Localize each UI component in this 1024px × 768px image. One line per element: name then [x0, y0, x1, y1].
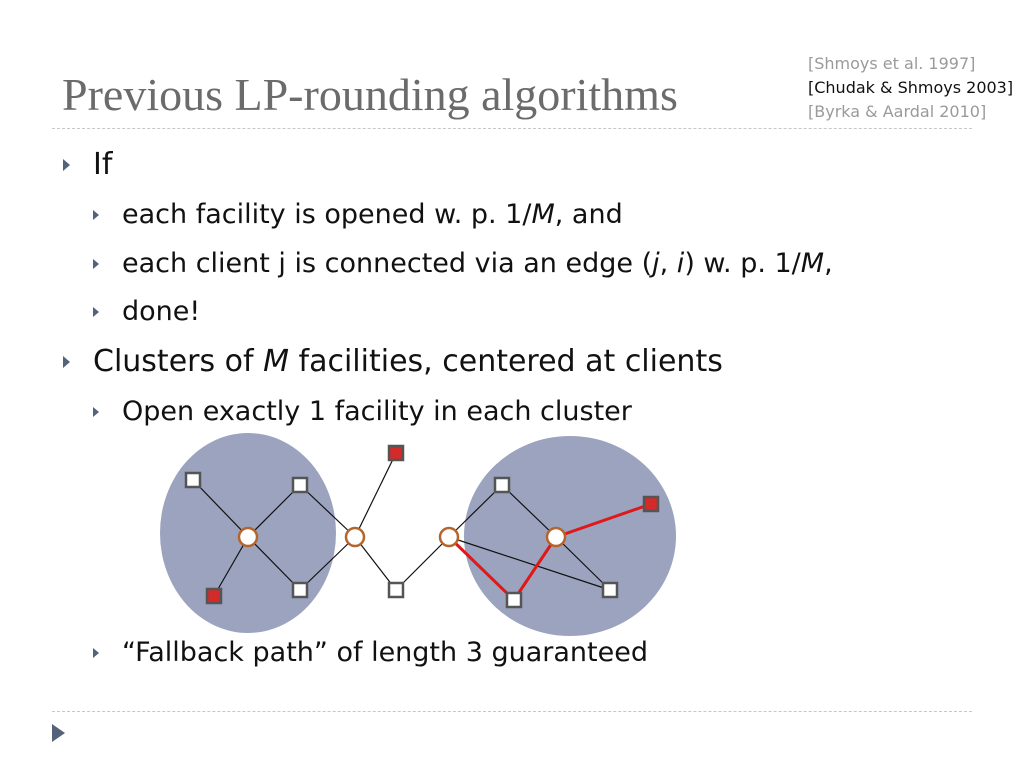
open-facility — [642, 495, 660, 513]
bullet-arrow-icon — [93, 406, 99, 417]
title-divider — [52, 128, 972, 129]
edge — [395, 536, 450, 591]
edge — [299, 484, 356, 538]
sub-bullet-client-connected: each client j is connected via an edge (… — [93, 248, 833, 279]
bullet-arrow-icon — [93, 209, 99, 220]
edge — [213, 536, 249, 597]
sub-bullet-done: done! — [93, 296, 200, 327]
edge — [448, 536, 611, 591]
reference-shmoys-1997: [Shmoys et al. 1997] — [808, 54, 976, 73]
facility — [601, 581, 619, 599]
fallback-edge — [447, 535, 516, 602]
bullet-clusters: Clusters of M facilities, centered at cl… — [63, 344, 723, 379]
bullet-text: each client j is connected via an edge (… — [122, 248, 833, 279]
facility — [493, 476, 511, 494]
reference-list: [Shmoys et al. 1997] [Chudak & Shmoys 20… — [808, 52, 1013, 124]
bullet-text: Clusters of M facilities, centered at cl… — [93, 344, 723, 379]
facility — [184, 471, 202, 489]
bullet-arrow-icon — [93, 647, 99, 658]
client — [438, 526, 460, 548]
bullet-arrow-icon — [63, 355, 70, 368]
client — [237, 526, 259, 548]
fallback-edge — [555, 502, 652, 539]
bullet-text: “Fallback path” of length 3 guaranteed — [122, 637, 648, 668]
open-facility — [387, 444, 405, 462]
client — [545, 526, 567, 548]
edge — [247, 536, 301, 591]
edge — [555, 536, 611, 591]
bullet-arrow-icon — [63, 158, 70, 171]
fallback-edge — [512, 536, 558, 601]
edge — [501, 484, 557, 538]
slide-nav-arrow-icon[interactable] — [52, 724, 65, 742]
edge — [354, 452, 397, 538]
bullet-text: Open exactly 1 facility in each cluster — [122, 396, 632, 427]
edge — [299, 536, 356, 591]
client — [344, 526, 366, 548]
edge — [354, 536, 397, 591]
cluster-right — [464, 436, 676, 636]
bullet-text: If — [93, 147, 113, 182]
footer-divider — [52, 711, 972, 712]
slide-title: Previous LP-rounding algorithms — [62, 69, 678, 120]
reference-byrka-aardal-2010: [Byrka & Aardal 2010] — [808, 102, 987, 121]
open-facility — [205, 587, 223, 605]
facility — [505, 591, 523, 609]
reference-chudak-shmoys-2003: [Chudak & Shmoys 2003] — [808, 78, 1014, 97]
bullet-text: each facility is opened w. p. 1/M, and — [122, 199, 623, 230]
sub-bullet-open-exactly-one: Open exactly 1 facility in each cluster — [93, 396, 632, 427]
facility — [291, 476, 309, 494]
bullet-text: done! — [122, 296, 201, 327]
bullet-arrow-icon — [93, 258, 99, 269]
facility — [387, 581, 405, 599]
bullet-arrow-icon — [93, 306, 99, 317]
facility — [291, 581, 309, 599]
sub-bullet-fallback-path: “Fallback path” of length 3 guaranteed — [93, 637, 648, 668]
edge — [192, 479, 249, 538]
edge — [247, 484, 301, 538]
sub-bullet-facility-opened: each facility is opened w. p. 1/M, and — [93, 199, 623, 230]
bullet-if: If — [63, 147, 112, 182]
edge — [448, 484, 503, 538]
